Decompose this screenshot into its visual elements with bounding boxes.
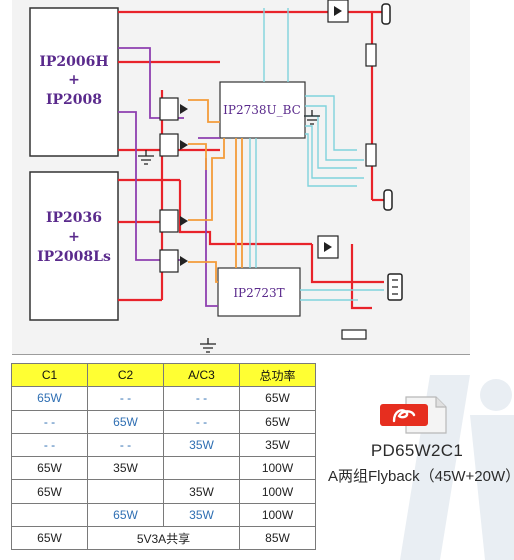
table-cell-shared: 5V3A共享: [87, 526, 240, 551]
header-c2: C2: [87, 362, 164, 388]
mosfet-diodes: [180, 6, 342, 266]
table-cell: - -: [11, 409, 88, 434]
table-cell: 65W: [11, 386, 88, 411]
table-row: 65W 35W 100W: [11, 479, 316, 504]
table-header-row: C1 C2 A/C3 总功率: [11, 362, 316, 388]
table-cell: [87, 479, 164, 504]
table-cell: 65W: [87, 409, 164, 434]
table-cell: 35W: [163, 502, 240, 528]
teal-traces: [249, 8, 384, 301]
table-row: 65W 35W 100W: [11, 456, 316, 481]
pdf-icon: [380, 396, 447, 434]
table-cell: 100W: [239, 502, 316, 528]
table-cell: 35W: [87, 456, 164, 481]
table-cell: 65W: [11, 526, 88, 551]
table-cell: - -: [87, 386, 164, 411]
table-cell: 65W: [239, 386, 316, 411]
ip2036-line1: IP2036: [46, 210, 102, 226]
ground-symbols: [138, 110, 320, 353]
block-ip2723: [217, 267, 301, 317]
power-table: C1 C2 A/C3 总功率 65W - - - - 65W - - 65W -…: [11, 362, 316, 551]
schematic-diagram: IP2006H + IP2008 IP2036 + IP2008Ls IP273…: [12, 0, 470, 354]
header-c1: C1: [11, 362, 88, 388]
ip2723-label: IP2723T: [233, 286, 284, 300]
table-cell: 35W: [239, 432, 316, 458]
table-cell: 35W: [163, 479, 240, 504]
table-cell: 65W: [11, 479, 88, 504]
product-panel: PD65W2C1 A两组Flyback（45W+20W）: [320, 355, 514, 560]
product-subtitle: A两组Flyback（45W+20W）: [328, 468, 514, 485]
table-cell: 100W: [239, 479, 316, 504]
table-cell: - -: [87, 432, 164, 458]
table-cell: [163, 456, 240, 481]
table-cell: 85W: [239, 526, 316, 551]
table-cell: - -: [163, 386, 240, 411]
table-row: - - 65W - - 65W: [11, 409, 316, 434]
block-ip2006h: [29, 7, 119, 157]
ip2036-line3: IP2008Ls: [37, 249, 111, 265]
block-ip2036: [29, 171, 119, 321]
table-cell: 65W: [239, 409, 316, 434]
ip2738-label: IP2738U_BC: [223, 103, 301, 117]
table-cell: 65W: [11, 456, 88, 481]
orange-traces: [188, 99, 243, 283]
table-cell: 35W: [163, 432, 240, 458]
table-row: - - - - 35W 35W: [11, 432, 316, 458]
resistors: [341, 43, 377, 340]
header-total: 总功率: [239, 362, 316, 388]
schematic-svg: IP2006H + IP2008 IP2036 + IP2008Ls IP273…: [29, 0, 403, 353]
table-cell: - -: [11, 432, 88, 458]
table-cell: 65W: [87, 502, 164, 528]
ip2036-line2: +: [68, 229, 80, 245]
ip2006h-line3: IP2008: [46, 92, 102, 108]
ip2006h-line2: +: [68, 72, 80, 88]
table-row: 65W 5V3A共享 85W: [11, 526, 316, 551]
product-title: PD65W2C1: [370, 441, 464, 460]
watermark-graphic: [400, 375, 514, 560]
table-cell: 100W: [239, 456, 316, 481]
ip2006h-line1: IP2006H: [39, 54, 108, 70]
table-cell: - -: [163, 409, 240, 434]
panel-divider: [12, 354, 470, 355]
block-ip2738: [219, 81, 306, 139]
usb-connectors: [381, 3, 403, 301]
table-row: 65W - - - - 65W: [11, 386, 316, 411]
mosfet-group: [159, 0, 349, 273]
table-cell: [11, 502, 88, 528]
table-row: 65W 35W 100W: [11, 502, 316, 528]
header-ac3: A/C3: [163, 362, 240, 388]
